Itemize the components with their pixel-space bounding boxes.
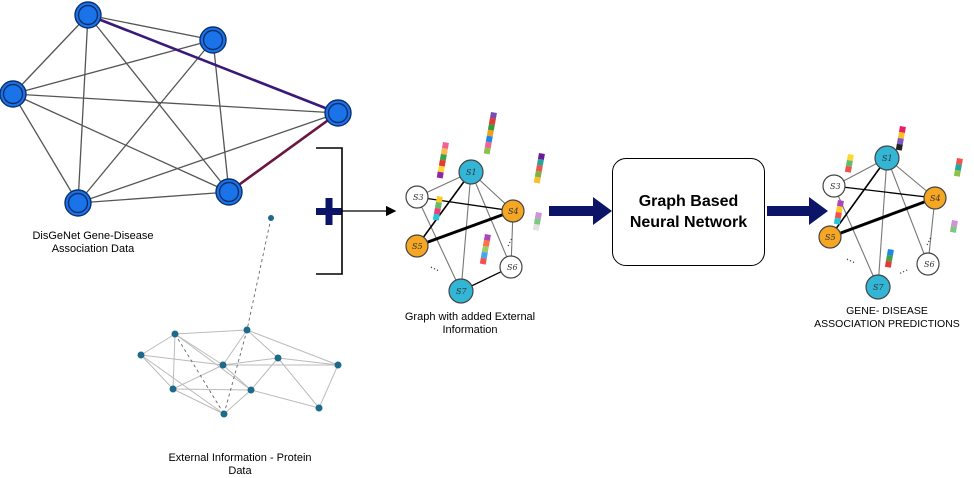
node-label: S1 xyxy=(466,168,477,177)
protein-node xyxy=(220,410,228,418)
disgenet-node xyxy=(324,99,352,127)
prediction-strong-edge-3 xyxy=(833,185,936,199)
predictions-caption: GENE- DISEASE ASSOCIATION PREDICTIONS xyxy=(800,305,974,331)
predictions-caption-line-1: GENE- DISEASE xyxy=(846,305,928,317)
protein-nodes xyxy=(137,215,342,418)
middle-node-cyan-top: S1 xyxy=(458,159,484,185)
feature-barcode xyxy=(895,126,906,151)
feature-barcode xyxy=(949,220,958,233)
feature-barcode xyxy=(479,234,491,265)
node-label: S3 xyxy=(830,182,841,191)
protein-node xyxy=(247,386,255,394)
disgenet-caption-line-1: DisGeNet Gene-Disease xyxy=(32,230,154,242)
prediction-strong-edge-2 xyxy=(829,196,936,239)
disgenet-network xyxy=(0,1,352,217)
middle-node-orange-left: S5 xyxy=(405,234,429,258)
feature-barcode xyxy=(833,200,844,225)
middle-node-white-left: S3 xyxy=(405,185,429,209)
middle-graph-strong-edge-3 xyxy=(416,196,514,212)
protein-node xyxy=(274,354,282,362)
ellipsis-marker: ... xyxy=(895,260,910,277)
protein-node xyxy=(137,351,145,359)
feature-barcode xyxy=(483,112,497,155)
predictions-caption-line-2: ASSOCIATION PREDICTIONS xyxy=(814,318,960,330)
gnn-title-line-1: Graph Based xyxy=(638,193,739,210)
graph-external-caption-line-1: Graph with added External xyxy=(404,311,536,323)
feature-barcode xyxy=(533,153,545,184)
gnn-box: Graph Based Neural Network xyxy=(612,158,765,266)
middle-node-orange-right: S4 xyxy=(501,199,525,223)
graph-external-caption-line-2: Information xyxy=(442,324,498,336)
protein-node xyxy=(169,385,177,393)
disgenet-node xyxy=(0,80,27,108)
node-label: S5 xyxy=(412,242,423,251)
highlighted-edge-purple xyxy=(87,13,339,115)
protein-network xyxy=(137,215,342,418)
node-label: S7 xyxy=(456,287,467,296)
prediction-node-cyan-top: S1 xyxy=(874,145,900,171)
protein-node xyxy=(243,326,251,334)
feature-barcode xyxy=(953,158,963,177)
disgenet-node xyxy=(74,1,102,29)
feature-barcode xyxy=(844,154,854,173)
middle-graph-strong-edge-1 xyxy=(416,171,472,247)
protein-node xyxy=(171,330,179,338)
node-label: S4 xyxy=(508,207,519,216)
protein-node xyxy=(334,361,342,369)
prediction-node-orange-right: S4 xyxy=(923,186,947,210)
middle-graph-strong-edge-2 xyxy=(416,209,514,248)
disgenet-node xyxy=(215,178,243,206)
graph-external-caption: Graph with added External Information xyxy=(384,311,556,337)
feature-barcode xyxy=(884,249,894,268)
disgenet-node xyxy=(199,26,227,54)
protein-caption: External Information - Protein Data xyxy=(150,452,330,478)
highlighted-edge-maroon xyxy=(228,111,339,194)
plus-icon xyxy=(316,198,342,225)
ellipsis-marker: ... xyxy=(917,233,934,248)
protein-edges xyxy=(140,329,339,415)
prediction-node-cyan-bottom: S7 xyxy=(865,274,891,300)
disgenet-edges xyxy=(12,14,339,204)
prediction-node-white-left: S3 xyxy=(822,174,846,198)
graph-with-external-info: S3 S1 S4 S5 S6 S7 ... ... xyxy=(405,112,545,304)
disgenet-caption: DisGeNet Gene-Disease Association Data xyxy=(18,230,168,256)
protein-caption-line-2: Data xyxy=(228,465,252,477)
arrow-to-gnn xyxy=(549,197,612,225)
node-label: S6 xyxy=(507,263,518,272)
protein-dashed-edges xyxy=(174,217,272,415)
protein-node xyxy=(219,361,227,369)
node-label: S1 xyxy=(882,154,893,163)
prediction-graph: S3 S1 S4 S5 S6 S7 ... ... ... xyxy=(818,126,963,300)
middle-node-white-right: S6 xyxy=(499,255,523,279)
disgenet-nodes xyxy=(0,1,352,217)
node-label: S5 xyxy=(825,233,836,242)
node-label: S6 xyxy=(924,260,935,269)
middle-node-cyan-bottom: S7 xyxy=(448,278,474,304)
node-label: S4 xyxy=(930,194,941,203)
ellipsis-marker: ... xyxy=(428,257,443,274)
feature-barcode xyxy=(432,196,443,221)
ellipsis-marker: ... xyxy=(498,234,515,249)
prediction-node-white-right: S6 xyxy=(916,252,940,276)
protein-node xyxy=(268,215,274,221)
protein-caption-line-1: External Information - Protein xyxy=(168,452,312,464)
disgenet-caption-line-2: Association Data xyxy=(51,243,135,255)
protein-node xyxy=(315,404,323,412)
prediction-node-orange-left: S5 xyxy=(818,225,842,249)
ellipsis-marker: ... xyxy=(844,249,859,266)
disgenet-node xyxy=(64,189,92,217)
node-label: S3 xyxy=(413,193,424,202)
feature-barcode xyxy=(436,142,449,179)
node-label: S7 xyxy=(873,283,884,292)
feature-barcode xyxy=(532,212,542,231)
arrow-to-predictions xyxy=(767,197,828,225)
gnn-title-line-2: Neural Network xyxy=(629,214,748,231)
